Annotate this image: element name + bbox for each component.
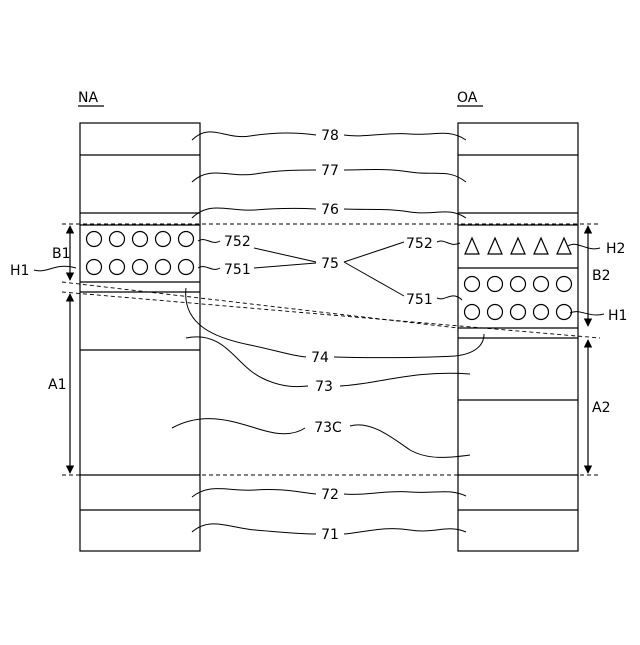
circle-icon bbox=[110, 260, 125, 275]
leader-71-right bbox=[344, 529, 466, 534]
leader-76-left bbox=[192, 208, 316, 218]
label-h1-left: H1 bbox=[10, 263, 29, 279]
label-752-left: 752 bbox=[224, 234, 251, 250]
circle-icon bbox=[511, 277, 526, 292]
leader-752-left bbox=[198, 240, 220, 243]
leader-77-right bbox=[344, 170, 466, 183]
label-h1-right: H1 bbox=[608, 308, 627, 324]
label-71: 71 bbox=[321, 527, 339, 543]
label-73c: 73C bbox=[314, 420, 342, 436]
label-a2: A2 bbox=[592, 400, 610, 416]
leader-751-left bbox=[198, 267, 220, 270]
left-stack-outline bbox=[80, 123, 200, 551]
leader-73c-right bbox=[350, 425, 470, 458]
circle-icon bbox=[133, 260, 148, 275]
leader-75-to-752-left bbox=[254, 248, 316, 262]
circle-icon bbox=[133, 232, 148, 247]
label-b2: B2 bbox=[592, 268, 611, 284]
circle-icon bbox=[179, 260, 194, 275]
label-75: 75 bbox=[321, 256, 339, 272]
circle-icon bbox=[488, 277, 503, 292]
leader-78-left bbox=[192, 132, 316, 140]
circle-icon bbox=[465, 305, 480, 320]
leader-75-to-751-left bbox=[254, 263, 316, 268]
circle-icon bbox=[156, 232, 171, 247]
left-stack bbox=[80, 123, 200, 551]
circle-icon bbox=[87, 260, 102, 275]
leader-72-right bbox=[344, 492, 466, 496]
leader-75-to-751-right bbox=[344, 262, 404, 296]
leader-71-left bbox=[192, 524, 316, 534]
circle-icon bbox=[557, 277, 572, 292]
right-stack bbox=[458, 123, 578, 551]
circle-icon bbox=[488, 305, 503, 320]
leader-76-right bbox=[344, 209, 466, 218]
label-77: 77 bbox=[321, 163, 339, 179]
label-73: 73 bbox=[315, 379, 333, 395]
label-752-right: 752 bbox=[406, 236, 433, 252]
circle-icon bbox=[557, 305, 572, 320]
circle-icon bbox=[156, 260, 171, 275]
region-labels: NA OA bbox=[78, 90, 483, 106]
label-78: 78 bbox=[321, 128, 339, 144]
circle-icon bbox=[534, 305, 549, 320]
circle-icon bbox=[534, 277, 549, 292]
circle-icon bbox=[179, 232, 194, 247]
layer-labels: 78 77 76 75 752 751 752 751 74 73 73C 72… bbox=[224, 128, 433, 543]
label-b1: B1 bbox=[52, 246, 71, 262]
leader-75-to-752-right bbox=[344, 242, 404, 262]
leader-73-right bbox=[340, 373, 470, 386]
right-stack-outline bbox=[458, 123, 578, 551]
region-label-na: NA bbox=[78, 90, 98, 106]
leader-78-right bbox=[344, 133, 466, 140]
label-76: 76 bbox=[321, 202, 339, 218]
label-751-right: 751 bbox=[406, 292, 433, 308]
leader-752-right bbox=[437, 241, 460, 244]
leader-77-left bbox=[192, 170, 316, 182]
circle-icon bbox=[465, 277, 480, 292]
circle-icon bbox=[511, 305, 526, 320]
label-751-left: 751 bbox=[224, 262, 251, 278]
region-label-oa: OA bbox=[457, 90, 478, 106]
circle-icon bbox=[110, 232, 125, 247]
label-h2: H2 bbox=[606, 241, 625, 257]
circle-icon bbox=[87, 232, 102, 247]
label-74: 74 bbox=[311, 350, 329, 366]
label-a1: A1 bbox=[48, 377, 66, 393]
leader-72-left bbox=[192, 489, 316, 497]
label-72: 72 bbox=[321, 487, 339, 503]
